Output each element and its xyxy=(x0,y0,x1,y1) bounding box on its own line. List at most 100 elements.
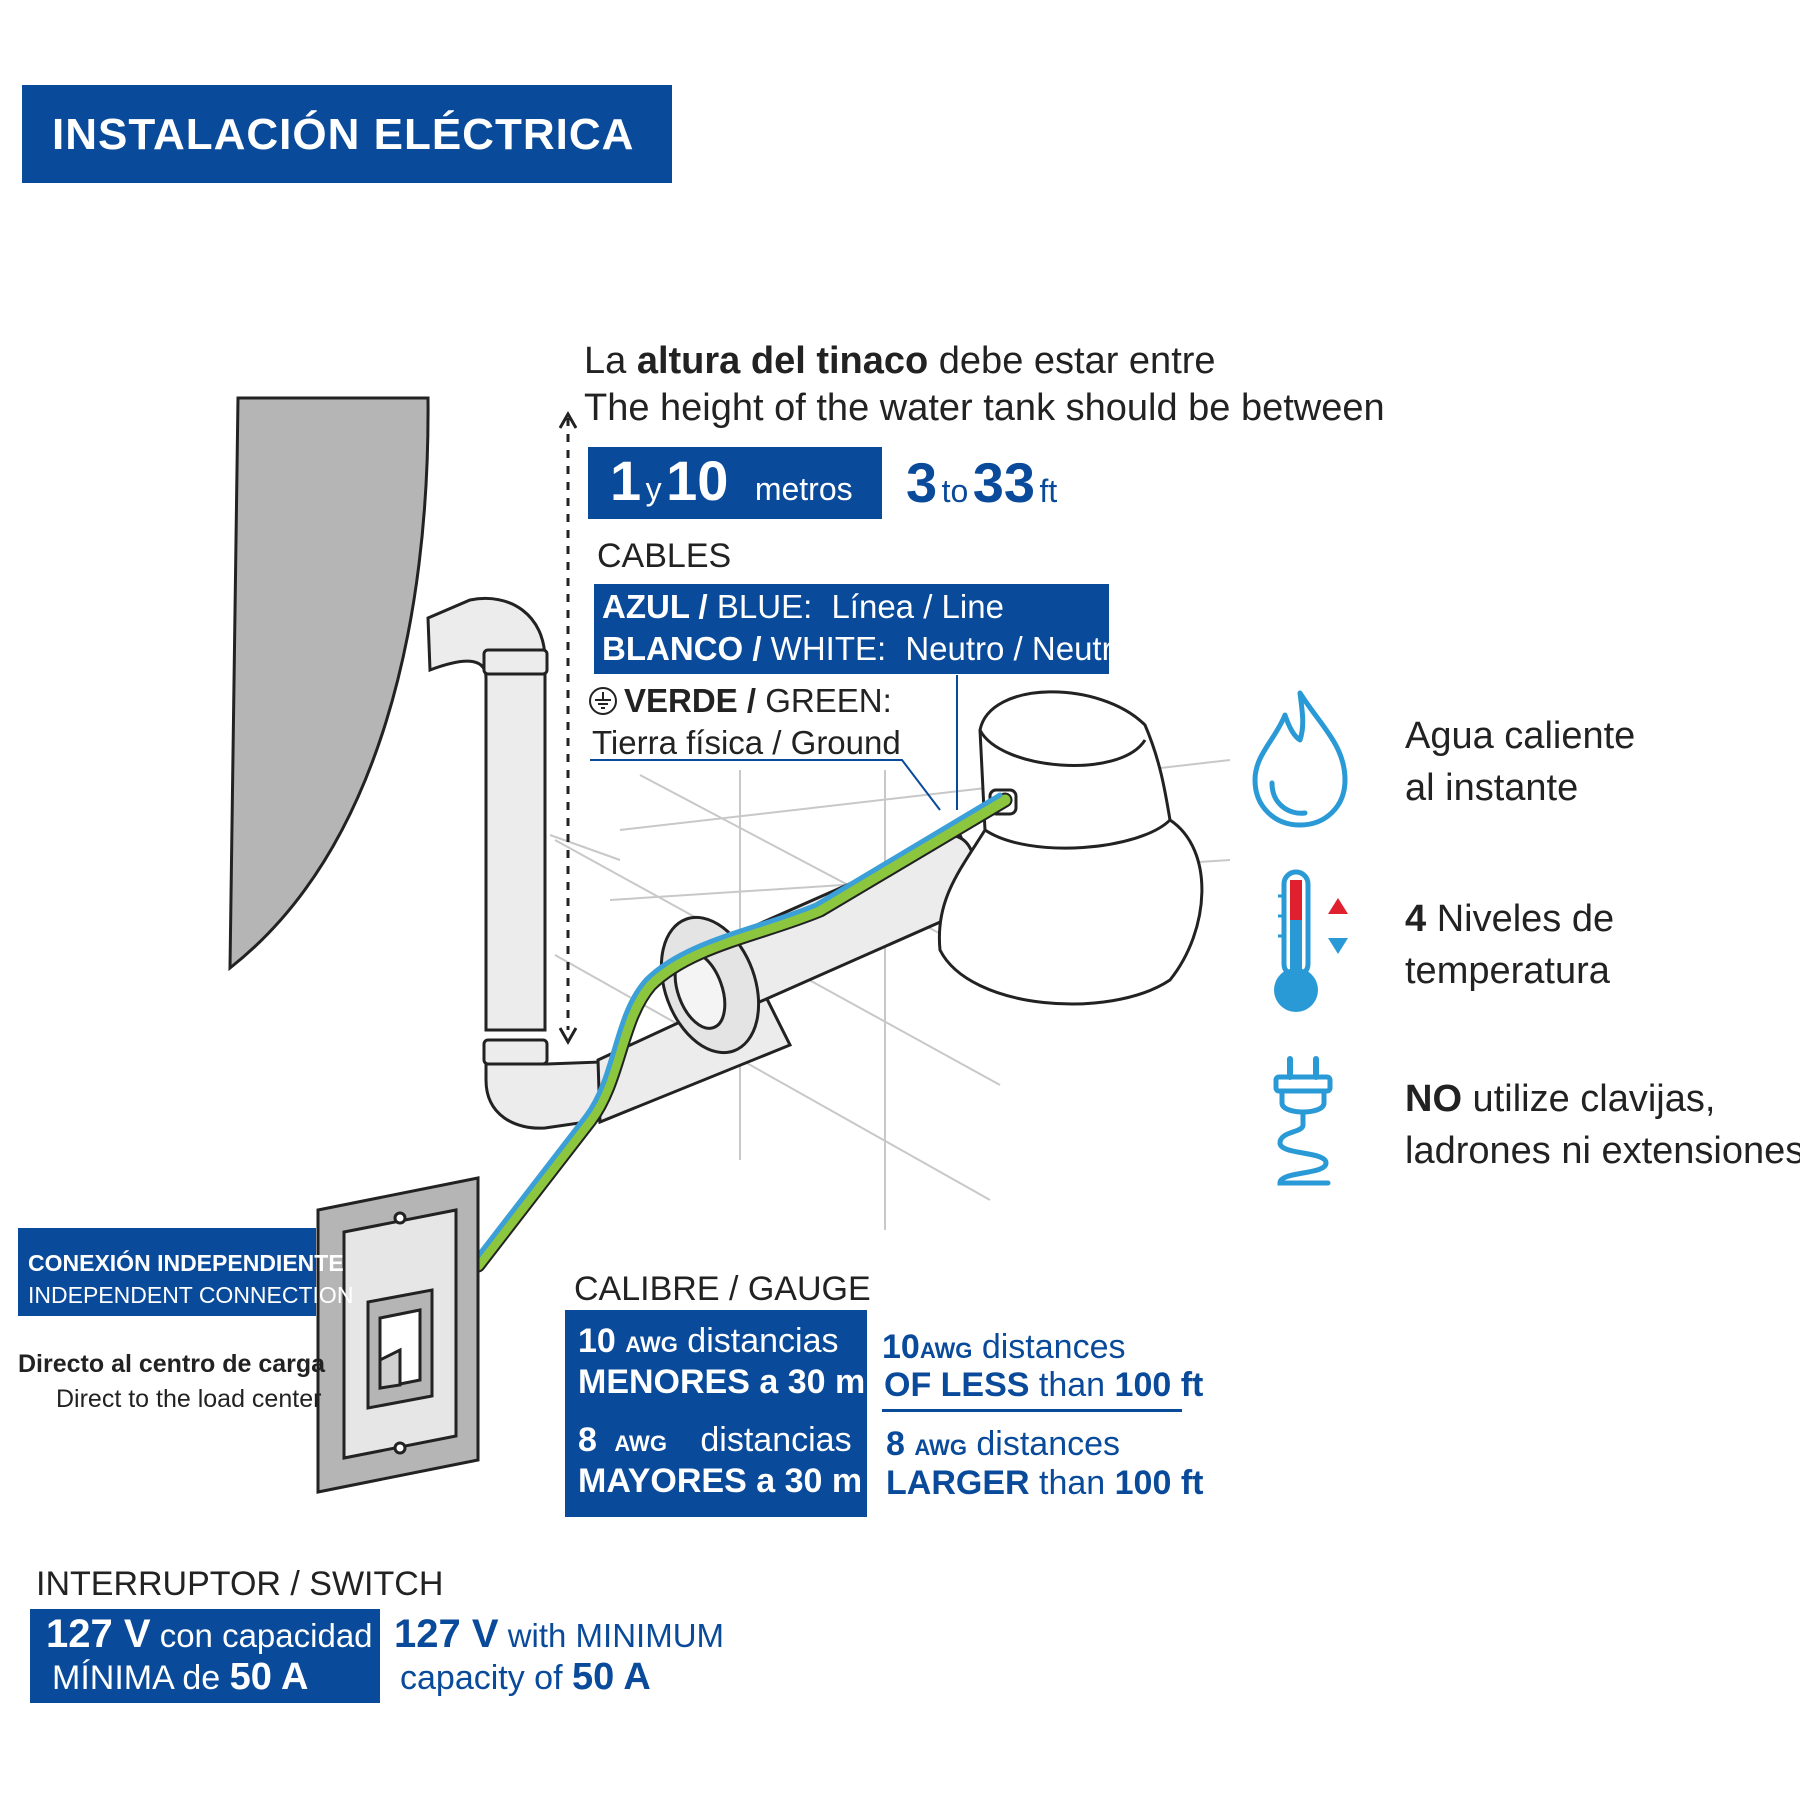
feature-instant-line1: Agua caliente xyxy=(1405,715,1636,757)
gauge-en1-line2-mid: than xyxy=(1029,1366,1115,1404)
switch-es-line2: MÍNIMA de 50 A xyxy=(52,1656,308,1699)
switch-en-min-value: 50 A xyxy=(571,1656,651,1698)
switch-es-min-label: MÍNIMA de xyxy=(52,1659,230,1697)
height-text-en: The height of the water tank should be b… xyxy=(584,387,1385,429)
height-metric-max: 10 xyxy=(666,449,729,512)
gauge-en2-awg: AWG xyxy=(914,1435,967,1460)
gauge-title: CALIBRE / GAUGE xyxy=(574,1270,871,1308)
height-text-es-bold: altura del tinaco xyxy=(636,340,929,382)
gauge-es1-text: distancias xyxy=(677,1322,839,1360)
wall-switch xyxy=(316,1176,480,1494)
cable-blue-desc: Línea / Line xyxy=(831,588,1004,625)
gauge-en-row2-line2: LARGER than 100 ft xyxy=(886,1464,1203,1503)
gauge-es2-awg: AWG xyxy=(614,1431,667,1456)
gauge-es-row1-line2: MENORES a 30 m xyxy=(578,1363,866,1401)
cable-green-row: VERDE / GREEN: xyxy=(588,682,892,720)
feature-instant-text: Agua caliente al instante xyxy=(1405,710,1635,814)
switch-es-text: con capacidad xyxy=(150,1617,373,1654)
switch-title: INTERRUPTOR / SWITCH xyxy=(36,1565,444,1603)
gauge-en2-line2-bold: LARGER xyxy=(886,1464,1030,1502)
feature-levels-line1: Niveles de xyxy=(1426,898,1615,940)
switch-box xyxy=(30,1609,380,1703)
switch-es-voltage: 127 V xyxy=(46,1612,151,1656)
gauge-es1-awg: AWG xyxy=(625,1332,678,1357)
feature-levels-line2: temperatura xyxy=(1405,950,1610,992)
connection-title-en: INDEPENDENT CONNECTION xyxy=(28,1282,354,1308)
plug-icon xyxy=(1268,1055,1338,1195)
water-tank xyxy=(228,396,430,972)
cable-green-label: VERDE / xyxy=(624,682,757,719)
height-metric-y: y xyxy=(645,471,662,507)
title-banner xyxy=(22,85,672,183)
gauge-en1-awg: AWG xyxy=(919,1338,973,1363)
cable-white-label: BLANCO / xyxy=(602,630,762,667)
feature-plug-line2: ladrones ni extensiones xyxy=(1405,1130,1800,1172)
feature-instant-line2: al instante xyxy=(1405,767,1579,809)
gauge-en-row1-line2: OF LESS than 100 ft xyxy=(884,1366,1203,1405)
gauge-en-row2: 8 AWG distances xyxy=(886,1425,1120,1464)
gauge-en2-num: 8 xyxy=(886,1425,905,1463)
gauge-es-row2-line2: MAYORES a 30 m xyxy=(578,1462,863,1500)
cable-blue-label: AZUL / xyxy=(602,588,708,625)
page-title: INSTALACIÓN ELÉCTRICA xyxy=(52,110,635,159)
feature-levels-count: 4 xyxy=(1405,898,1427,940)
switch-en-voltage: 127 V xyxy=(394,1612,499,1656)
switch-en-line2: capacity of 50 A xyxy=(400,1656,651,1699)
cable-green-desc: Tierra física / Ground xyxy=(592,724,901,761)
switch-en-min-label: capacity of xyxy=(400,1659,572,1697)
cable-blue-row: AZUL / BLUE: Línea / Line xyxy=(602,588,1004,626)
height-metric-min: 1 xyxy=(610,449,642,512)
connection-box xyxy=(18,1228,316,1316)
gauge-es2-text: distancias xyxy=(700,1421,852,1459)
gauge-es1-num: 10 xyxy=(578,1322,616,1360)
feature-levels-text: 4 Niveles de temperatura xyxy=(1405,893,1614,997)
cables-title: CABLES xyxy=(597,537,732,575)
switch-en-text: with MINIMUM xyxy=(498,1617,725,1654)
cable-blue-name: BLUE: xyxy=(707,588,813,625)
height-imperial: 3 to 33 ft xyxy=(906,450,1057,515)
cables xyxy=(470,792,1013,1273)
water-heater xyxy=(937,690,1204,1006)
cable-leader-lines xyxy=(590,675,958,811)
feature-plug-text: NO utilize clavijas, ladrones ni extensi… xyxy=(1405,1073,1800,1177)
switch-en-line1: 127 V with MINIMUM xyxy=(394,1612,724,1657)
gauge-en1-line2-end: 100 ft xyxy=(1114,1366,1204,1404)
height-metric: 1 y 10 metros xyxy=(610,448,853,513)
gauge-es-row2: 8 AWG distancias xyxy=(578,1421,852,1460)
feature-plug-bold: NO xyxy=(1405,1078,1462,1120)
height-arrow xyxy=(558,410,578,1046)
cable-white-desc: Neutro / Neutral xyxy=(905,630,1139,667)
gauge-en2-text: distances xyxy=(966,1425,1121,1463)
gauge-en1-line2-bold: OF LESS xyxy=(884,1366,1030,1404)
height-imp-unit: ft xyxy=(1039,473,1058,509)
height-imp-min: 3 xyxy=(906,451,938,514)
gauge-en-row1: 10AWG distances xyxy=(882,1328,1125,1367)
height-text-es: La altura del tinaco debe estar entre xyxy=(584,340,1216,383)
gauge-es-row1: 10 AWG distancias xyxy=(578,1322,838,1361)
gauge-en1-text: distances xyxy=(972,1328,1126,1366)
cable-white-name: WHITE: xyxy=(761,630,887,667)
height-imp-max: 33 xyxy=(972,451,1036,514)
height-metric-box xyxy=(588,447,882,519)
height-text-es-post: debe estar entre xyxy=(928,340,1216,382)
ground-icon xyxy=(588,686,618,716)
height-text-es-pre: La xyxy=(584,340,637,382)
cable-white-row: BLANCO / WHITE: Neutro / Neutral xyxy=(602,630,1138,668)
connection-direct-es: Directo al centro de carga xyxy=(18,1350,326,1378)
switch-es-line1: 127 V con capacidad xyxy=(46,1612,373,1657)
cables-box xyxy=(594,584,1109,674)
gauge-es2-num: 8 xyxy=(578,1421,597,1459)
switch-es-min-value: 50 A xyxy=(229,1656,309,1698)
height-imp-to: to xyxy=(941,473,969,509)
connection-direct-en: Direct to the load center xyxy=(56,1385,322,1413)
gauge-en2-line2-mid: than xyxy=(1029,1464,1115,1502)
flame-drop-icon xyxy=(1250,685,1350,830)
cable-green-name: GREEN: xyxy=(756,682,892,719)
height-metric-unit: metros xyxy=(754,471,853,507)
connection-title: CONEXIÓN INDEPENDIENTE xyxy=(28,1250,344,1276)
gauge-en2-line2-end: 100 ft xyxy=(1114,1464,1204,1502)
thermometer-icon xyxy=(1270,868,1360,1018)
gauge-box xyxy=(565,1310,867,1517)
gauge-en1-num: 10 xyxy=(882,1328,920,1366)
